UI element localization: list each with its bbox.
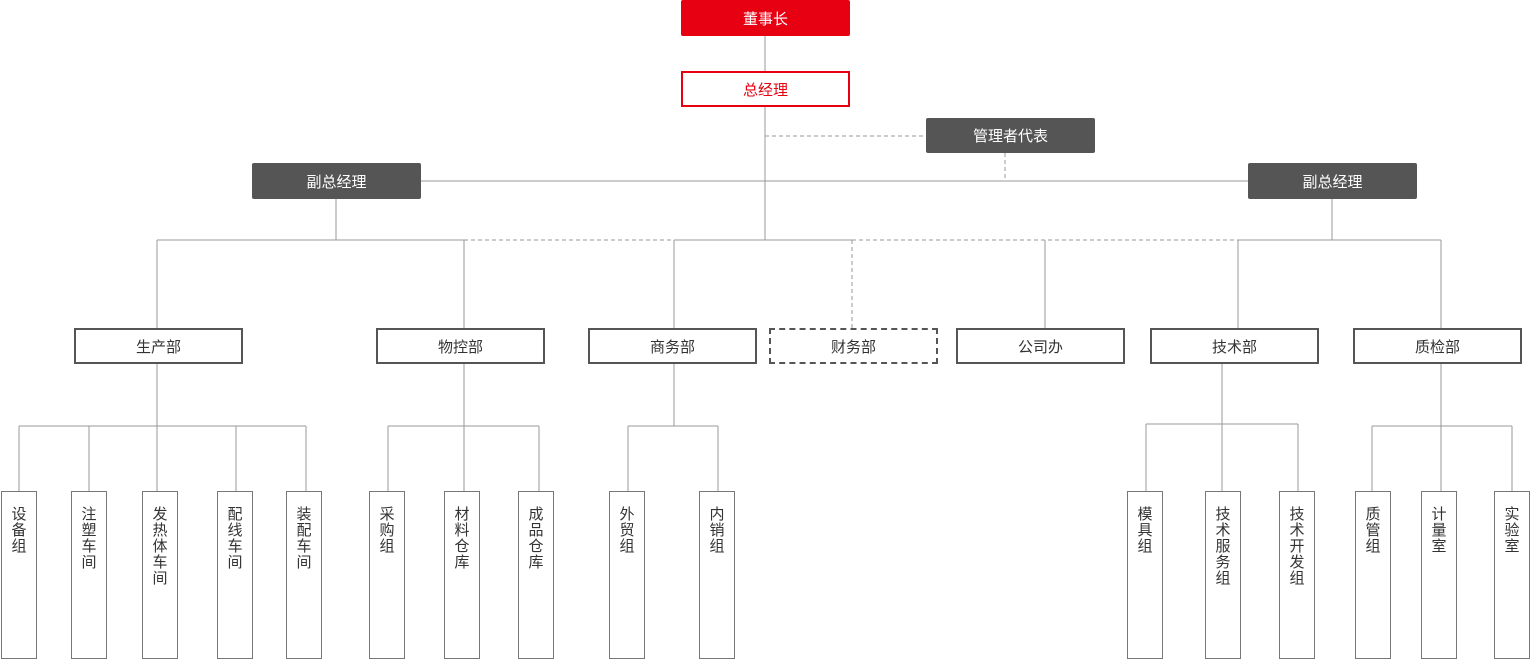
vice-gm-left-box: 副总经理 xyxy=(252,163,421,199)
team-heater-workshop: 发热体车间 xyxy=(142,491,178,659)
team-label: 发热体车间 xyxy=(150,506,169,586)
dept-technology-label: 技术部 xyxy=(1211,337,1257,356)
team-label: 注塑车间 xyxy=(79,506,98,570)
chairman-label: 董事长 xyxy=(742,9,788,28)
team-label: 设备组 xyxy=(9,506,28,554)
team-label: 计量室 xyxy=(1429,506,1448,554)
team-label: 模具组 xyxy=(1135,506,1154,554)
management-rep-label: 管理者代表 xyxy=(972,127,1048,145)
team-label: 技术开发组 xyxy=(1287,506,1306,586)
team-tech-service: 技术服务组 xyxy=(1205,491,1241,659)
dept-production: 生产部 xyxy=(74,328,243,364)
team-assembly-workshop: 装配车间 xyxy=(286,491,322,659)
team-label: 内销组 xyxy=(707,506,726,554)
dept-quality-label: 质检部 xyxy=(1414,337,1460,356)
team-material-warehouse: 材料仓库 xyxy=(444,491,480,659)
management-rep-box: 管理者代表 xyxy=(926,118,1095,153)
dept-logistics: 物控部 xyxy=(376,328,545,364)
team-label: 实验室 xyxy=(1502,506,1521,554)
dept-office-label: 公司办 xyxy=(1017,337,1063,356)
team-wiring-workshop: 配线车间 xyxy=(217,491,253,659)
team-quality-management: 质管组 xyxy=(1355,491,1391,659)
team-label: 技术服务组 xyxy=(1213,506,1232,586)
team-tech-development: 技术开发组 xyxy=(1279,491,1315,659)
vice-gm-right-box: 副总经理 xyxy=(1248,163,1417,199)
dept-commerce-label: 商务部 xyxy=(649,337,695,356)
team-label: 配线车间 xyxy=(225,506,244,570)
dept-technology: 技术部 xyxy=(1150,328,1319,364)
dept-office: 公司办 xyxy=(956,328,1125,364)
team-mold: 模具组 xyxy=(1127,491,1163,659)
team-label: 材料仓库 xyxy=(452,506,471,570)
dept-finance: 财务部 xyxy=(769,328,938,364)
team-label: 质管组 xyxy=(1363,506,1382,554)
general-manager-box: 总经理 xyxy=(681,71,850,107)
team-laboratory: 实验室 xyxy=(1494,491,1530,659)
vice-gm-left-label: 副总经理 xyxy=(306,172,367,191)
dept-quality: 质检部 xyxy=(1353,328,1522,364)
team-label: 装配车间 xyxy=(294,506,313,570)
team-label: 成品仓库 xyxy=(526,506,545,570)
team-equipment: 设备组 xyxy=(1,491,37,659)
team-injection-workshop: 注塑车间 xyxy=(71,491,107,659)
team-domestic-sales: 内销组 xyxy=(699,491,735,659)
team-metrology-room: 计量室 xyxy=(1421,491,1457,659)
chairman-box: 董事长 xyxy=(681,0,850,36)
team-purchasing: 采购组 xyxy=(369,491,405,659)
team-label: 外贸组 xyxy=(617,506,636,554)
dept-logistics-label: 物控部 xyxy=(437,337,483,356)
dept-production-label: 生产部 xyxy=(135,337,181,356)
dept-commerce: 商务部 xyxy=(588,328,757,364)
vice-gm-right-label: 副总经理 xyxy=(1302,172,1363,191)
team-label: 采购组 xyxy=(377,506,396,554)
dept-finance-label: 财务部 xyxy=(830,337,876,356)
general-manager-label: 总经理 xyxy=(742,80,788,99)
team-foreign-trade: 外贸组 xyxy=(609,491,645,659)
team-product-warehouse: 成品仓库 xyxy=(518,491,554,659)
